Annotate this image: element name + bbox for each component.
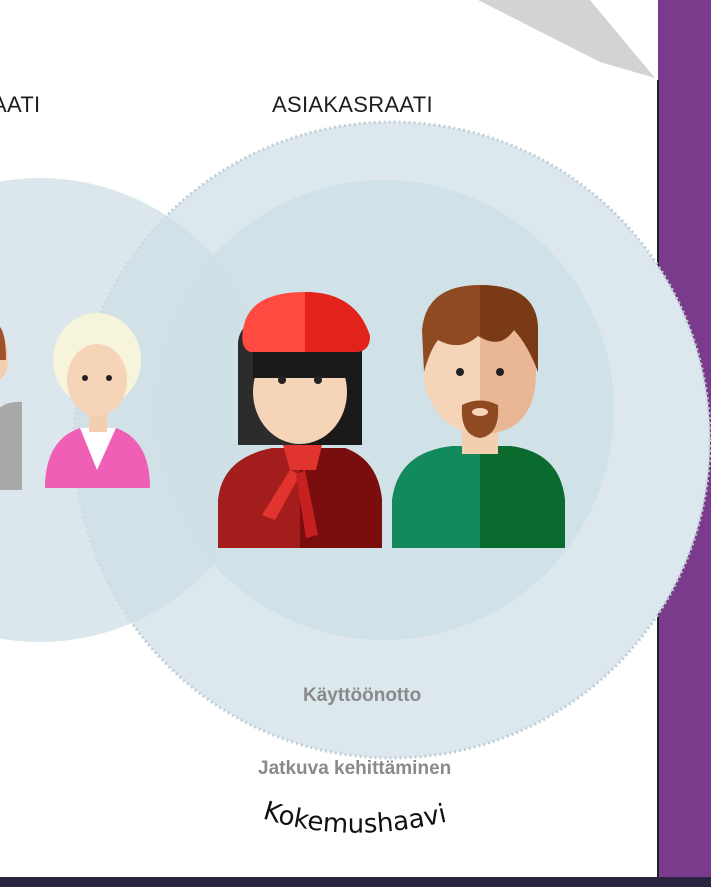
main-panel-title: ASIAKASRAATI — [272, 92, 433, 117]
left-panel-title: AATI — [0, 92, 41, 117]
grey-tab — [478, 0, 655, 78]
bearded-man-icon — [392, 285, 565, 548]
inner-bubble — [154, 180, 614, 640]
person-partial-icon — [0, 327, 22, 490]
bottom-bar — [0, 877, 711, 887]
woman-beret-icon — [218, 292, 382, 548]
stage-label-second: Jatkuva kehittäminen — [258, 758, 452, 779]
blonde-woman-icon — [45, 313, 150, 488]
stage-label-first: Käyttöönotto — [303, 685, 422, 706]
